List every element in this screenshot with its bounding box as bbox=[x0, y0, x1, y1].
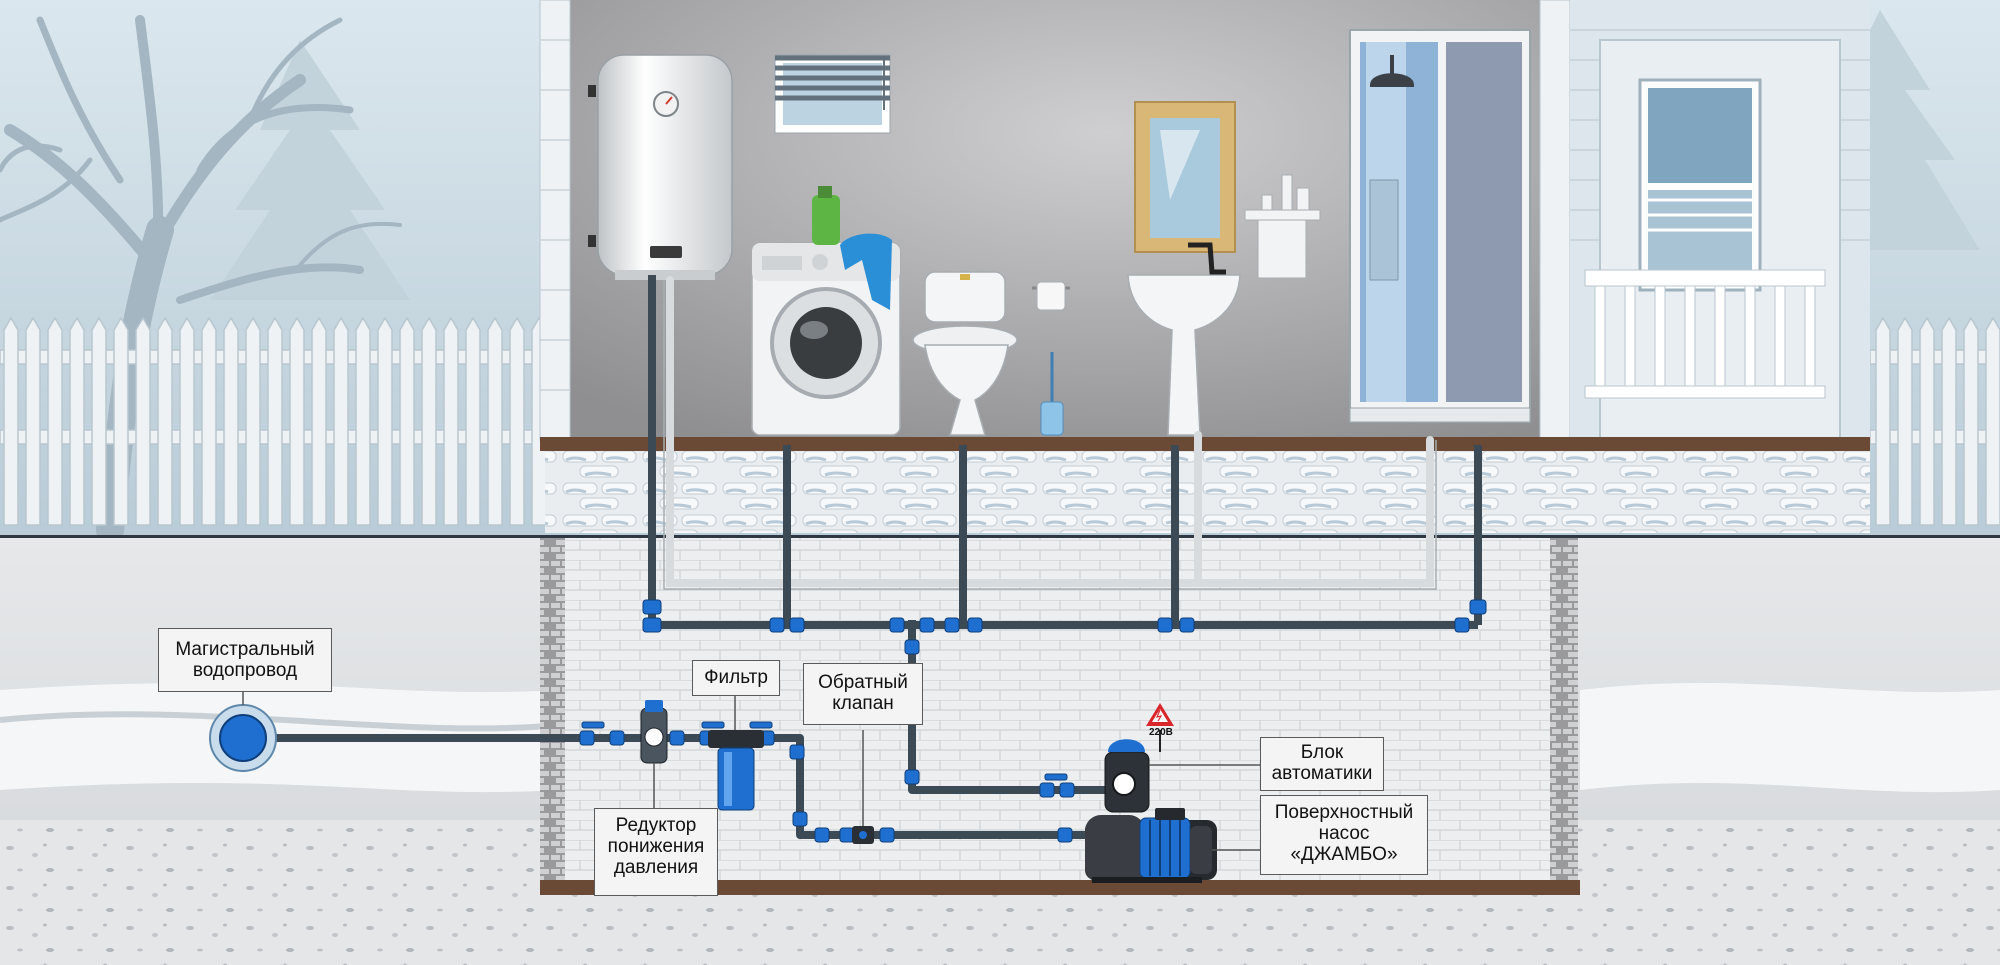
control-unit bbox=[1104, 730, 1260, 813]
toilet-brush bbox=[1040, 352, 1064, 436]
toilet-paper-holder bbox=[1032, 281, 1070, 311]
fence-right bbox=[1869, 316, 2000, 526]
fence-picket bbox=[465, 316, 481, 526]
fence-picket bbox=[421, 316, 437, 526]
fence-picket bbox=[333, 316, 349, 526]
house-facade bbox=[1570, 0, 1870, 441]
small-window bbox=[774, 54, 891, 134]
fence-picket bbox=[135, 316, 151, 526]
fence-picket bbox=[69, 316, 85, 526]
fence-picket bbox=[47, 316, 63, 526]
surface-pump bbox=[1085, 808, 1217, 883]
fence-picket bbox=[267, 316, 283, 526]
fence-picket bbox=[201, 316, 217, 526]
check-valve bbox=[852, 730, 874, 844]
shelf bbox=[1244, 174, 1321, 279]
pressure-reducer bbox=[640, 700, 668, 808]
voltage-label: 220В bbox=[1149, 727, 1173, 738]
water-heater bbox=[588, 54, 733, 280]
fence-picket bbox=[1963, 316, 1979, 526]
label-pressure-reducer: Редуктор понижения давления bbox=[594, 808, 718, 896]
fence-picket bbox=[1941, 316, 1957, 526]
fence-picket bbox=[399, 316, 415, 526]
fence-picket bbox=[1897, 316, 1913, 526]
label-filter: Фильтр bbox=[692, 660, 780, 696]
fence-picket bbox=[245, 316, 261, 526]
fence-picket bbox=[377, 316, 393, 526]
fence-picket bbox=[1919, 316, 1935, 526]
fence-picket bbox=[443, 316, 459, 526]
fence-picket bbox=[157, 316, 173, 526]
label-control-unit: Блок автоматики bbox=[1260, 737, 1384, 791]
valve-handles bbox=[581, 721, 1068, 781]
filter bbox=[708, 695, 764, 811]
fence-picket bbox=[311, 316, 327, 526]
gauge-needle-icon bbox=[665, 96, 673, 105]
fence-picket bbox=[223, 316, 239, 526]
faucet-icon bbox=[1188, 242, 1226, 275]
hazard-warning-icon bbox=[1146, 703, 1174, 726]
label-check-valve: Обратный клапан bbox=[803, 663, 923, 725]
fence-picket bbox=[1985, 316, 2000, 526]
fence-picket bbox=[113, 316, 129, 526]
fence-picket bbox=[509, 316, 525, 526]
fence-picket bbox=[1875, 316, 1891, 526]
main-water-pipe-icon bbox=[209, 704, 277, 772]
fence-picket bbox=[179, 316, 195, 526]
washing-machine bbox=[751, 186, 901, 436]
toilet bbox=[912, 271, 1018, 436]
fence-picket bbox=[3, 316, 19, 526]
label-pump: Поверхностный насос «ДЖАМБО» bbox=[1260, 795, 1428, 875]
shower-cabin bbox=[1349, 29, 1531, 423]
pipe-fittings bbox=[579, 599, 1487, 843]
drain-pipes bbox=[666, 276, 1434, 587]
fence-picket bbox=[289, 316, 305, 526]
fence-left bbox=[0, 316, 547, 526]
towel-icon bbox=[840, 233, 892, 310]
fence-picket bbox=[25, 316, 41, 526]
fence-picket bbox=[91, 316, 107, 526]
fence-picket bbox=[487, 316, 503, 526]
mirror bbox=[1134, 101, 1236, 253]
foundation bbox=[540, 437, 1870, 533]
fence-picket bbox=[355, 316, 371, 526]
shower-head-icon bbox=[1369, 55, 1415, 87]
basement bbox=[540, 538, 1580, 895]
label-main-water: Магистральный водопровод bbox=[158, 628, 332, 692]
